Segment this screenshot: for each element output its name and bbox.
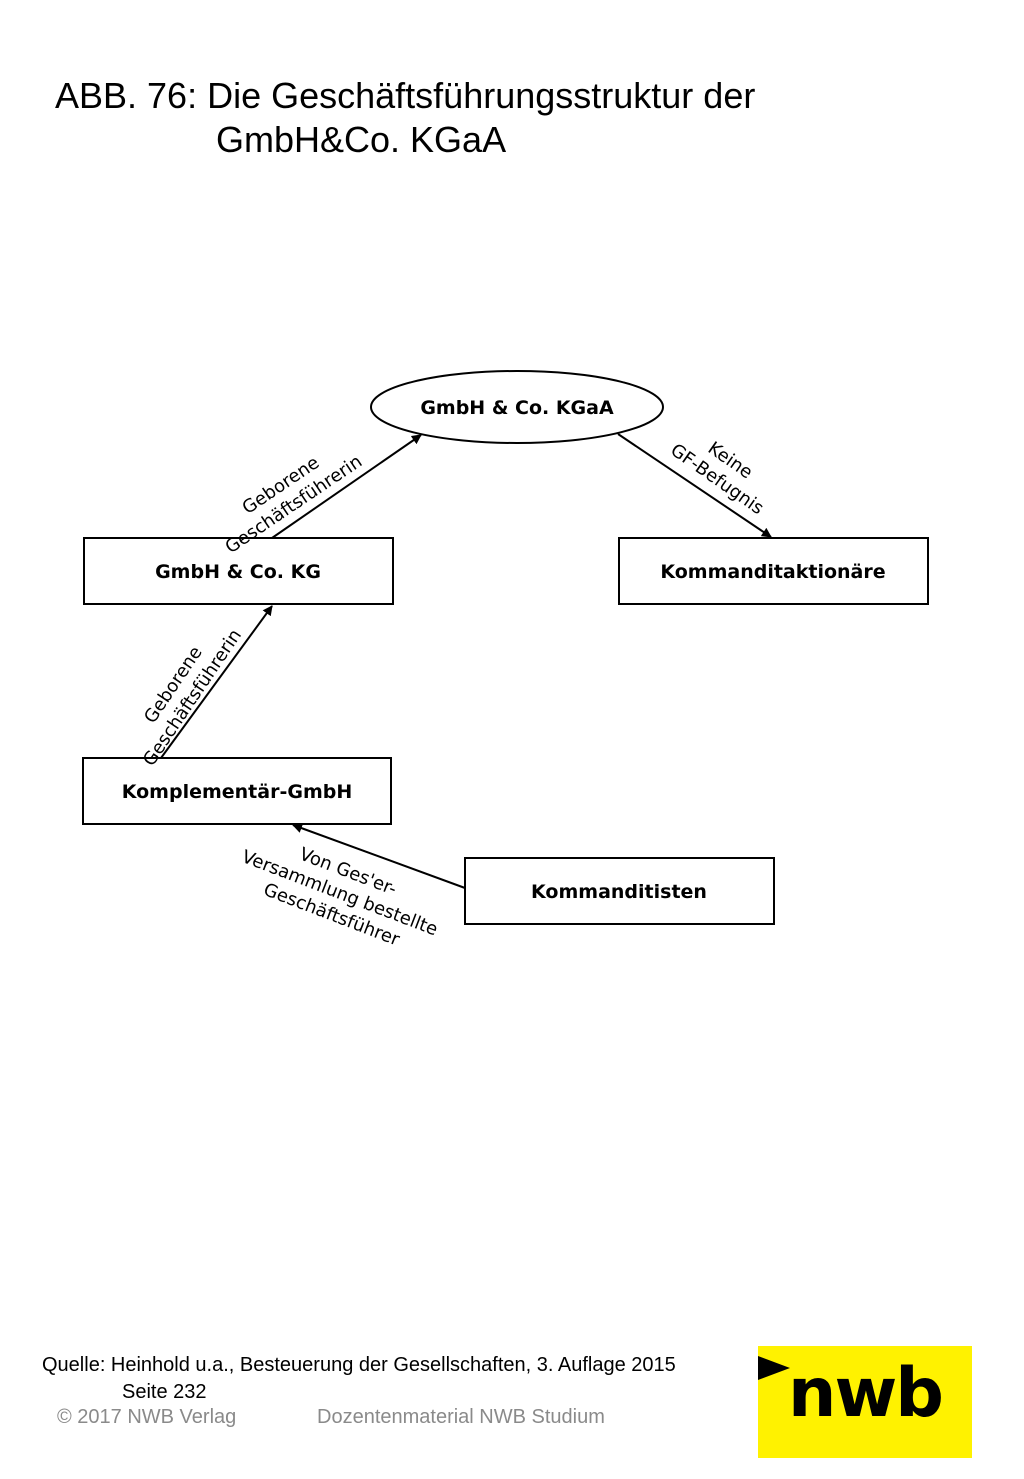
page-title: ABB. 76: Die Geschäftsführungsstruktur d… [55, 74, 755, 162]
footer-material: Dozentenmaterial NWB Studium [317, 1406, 605, 1428]
label-komplementaer-to-kg: Geborene Geschäftsführerin [139, 625, 246, 770]
node-kommanditaktionaere-label: Kommanditaktionäre [660, 561, 885, 583]
node-kommanditaktionaere: Kommanditaktionäre [618, 537, 929, 605]
node-kgaa-label: GmbH & Co. KGaA [420, 397, 614, 419]
source-line-2: Seite 232 [122, 1381, 207, 1403]
title-line-2: GmbH&Co. KGaA [216, 119, 507, 160]
node-gmbh-co-kg: GmbH & Co. KG [83, 537, 394, 605]
arrow-kommanditisten-to-komplementaer [292, 823, 466, 889]
nwb-logo: nwb [758, 1346, 972, 1458]
arrow-kgaa-to-aktionaere [617, 433, 772, 538]
node-kommanditisten-label: Kommanditisten [531, 881, 707, 903]
source-note: Quelle: Heinhold u.a., Besteuerung der G… [42, 1352, 676, 1406]
node-komplementaer-gmbh: Komplementär-GmbH [82, 757, 392, 825]
footer-copyright: © 2017 NWB Verlag [57, 1406, 237, 1428]
source-line-1: Quelle: Heinhold u.a., Besteuerung der G… [42, 1354, 676, 1376]
label-kommanditisten-to-komplementaer: Von Ges'er- Versammlung bestellte Geschä… [239, 844, 441, 951]
node-kommanditisten: Kommanditisten [464, 857, 775, 925]
logo-arrow-icon [758, 1356, 790, 1380]
node-kgaa: GmbH & Co. KGaA [370, 370, 664, 444]
arrow-komplementaer-to-kg [160, 605, 273, 759]
arrow-kg-to-kgaa [271, 434, 422, 539]
node-gmbh-co-kg-label: GmbH & Co. KG [155, 561, 321, 583]
nwb-logo-text: nwb [788, 1354, 944, 1433]
node-komplementaer-gmbh-label: Komplementär-GmbH [122, 781, 353, 803]
title-line-1: ABB. 76: Die Geschäftsführungsstruktur d… [55, 75, 756, 116]
